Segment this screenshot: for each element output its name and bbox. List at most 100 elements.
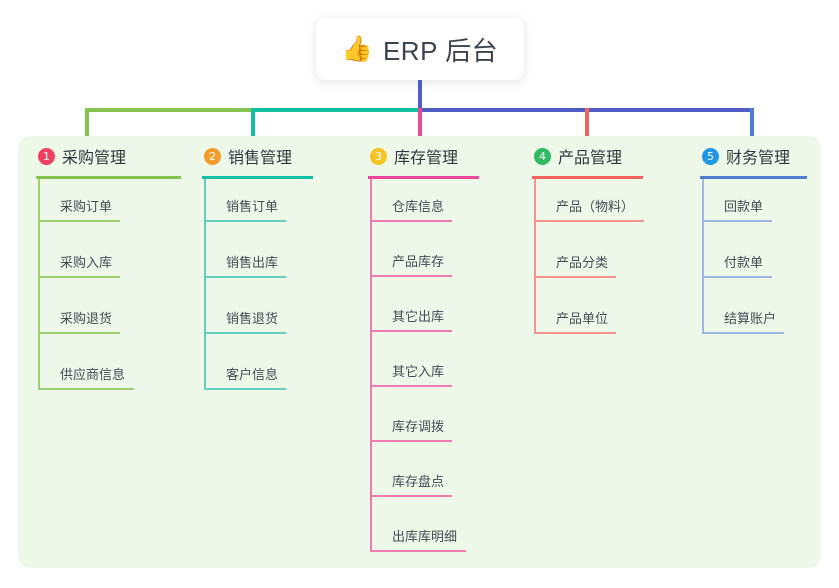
leaf-rule [534, 276, 616, 278]
column-rule-product [532, 176, 643, 179]
leaf-rule [370, 440, 452, 442]
column-header-sales[interactable]: 2 销售管理 [202, 143, 313, 169]
leaf-rule [534, 332, 616, 334]
column-title-inventory: 库存管理 [394, 150, 459, 167]
leaf-inventory-7[interactable]: 出库库明细 [370, 526, 466, 552]
badge-purchase: 1 [38, 147, 55, 165]
column-product: 4 产品管理产品（物料） 产品分类产品单位 [532, 143, 644, 334]
column-spine-sales [204, 179, 206, 390]
leaf-label: 客户信息 [226, 367, 279, 382]
leaf-rule [204, 276, 286, 278]
segment-teal [251, 108, 419, 112]
column-purchase: 1 采购管理采购订单采购入库采购退货供应商信息 [36, 143, 181, 390]
leaf-label: 采购入库 [60, 255, 113, 270]
leaf-finance-2[interactable]: 付款单 [702, 252, 772, 278]
stub-finance [750, 108, 754, 150]
leaf-inventory-5[interactable]: 库存调拨 [370, 416, 452, 442]
leaf-label: 库存盘点 [392, 474, 445, 489]
leaf-inventory-4[interactable]: 其它入库 [370, 361, 452, 387]
column-rule-sales [202, 176, 313, 179]
column-rule-purchase [36, 176, 181, 179]
leaf-label: 出库库明细 [392, 529, 458, 544]
badge-finance: 5 [702, 147, 719, 165]
leaf-inventory-2[interactable]: 产品库存 [370, 251, 452, 277]
stub-product [585, 108, 589, 150]
column-finance: 5 财务管理回款单付款单结算账户 [700, 143, 807, 334]
column-title-product: 产品管理 [558, 150, 623, 167]
leaf-sales-1[interactable]: 销售订单 [204, 196, 286, 222]
column-header-purchase[interactable]: 1 采购管理 [36, 143, 181, 169]
column-spine-product [534, 179, 536, 334]
leaf-sales-3[interactable]: 销售退货 [204, 308, 286, 334]
leaf-rule [370, 275, 452, 277]
root-title: ERP 后台 [382, 35, 499, 66]
badge-sales: 2 [204, 147, 221, 165]
root-trunk-connector [418, 80, 422, 110]
leaf-rule [370, 330, 452, 332]
leaf-rule [38, 388, 134, 390]
column-header-inventory[interactable]: 3 库存管理 [368, 143, 479, 169]
leaf-rule [370, 385, 452, 387]
leaf-product-2[interactable]: 产品分类 [534, 252, 616, 278]
leaf-rule [370, 495, 452, 497]
leaf-rule [38, 220, 120, 222]
column-title-purchase: 采购管理 [62, 150, 127, 167]
stub-purchase [85, 108, 89, 150]
leaf-rule [38, 332, 120, 334]
leaf-finance-1[interactable]: 回款单 [702, 196, 772, 222]
leaf-rule [204, 332, 286, 334]
column-spine-purchase [38, 179, 40, 390]
leaf-label: 销售出库 [226, 255, 279, 270]
badge-product: 4 [534, 147, 551, 165]
leaf-label: 产品库存 [392, 254, 445, 269]
leaf-label: 付款单 [724, 255, 764, 270]
column-spine-inventory [370, 179, 372, 552]
leaf-finance-3[interactable]: 结算账户 [702, 308, 784, 334]
leaf-rule [702, 220, 772, 222]
column-header-product[interactable]: 4 产品管理 [532, 143, 643, 169]
segment-green [85, 108, 252, 112]
leaf-label: 仓库信息 [392, 199, 445, 214]
leaf-sales-4[interactable]: 客户信息 [204, 364, 286, 390]
leaf-purchase-2[interactable]: 采购入库 [38, 252, 120, 278]
root-node[interactable]: 👍 ERP 后台 [316, 18, 524, 80]
leaf-inventory-3[interactable]: 其它出库 [370, 306, 452, 332]
leaf-inventory-6[interactable]: 库存盘点 [370, 471, 452, 497]
leaf-product-3[interactable]: 产品单位 [534, 308, 616, 334]
leaf-label: 回款单 [724, 199, 764, 214]
leaf-purchase-3[interactable]: 采购退货 [38, 308, 120, 334]
leaf-purchase-4[interactable]: 供应商信息 [38, 364, 134, 390]
leaf-rule [204, 220, 286, 222]
leaf-label: 采购订单 [60, 199, 113, 214]
leaf-sales-2[interactable]: 销售出库 [204, 252, 286, 278]
leaf-rule [370, 220, 452, 222]
column-title-finance: 财务管理 [726, 150, 791, 167]
leaf-label: 其它入库 [392, 364, 445, 379]
leaf-rule [370, 550, 466, 552]
leaf-label: 销售退货 [226, 311, 279, 326]
leaf-label: 库存调拨 [392, 419, 445, 434]
leaf-inventory-1[interactable]: 仓库信息 [370, 196, 452, 222]
column-rule-finance [700, 176, 807, 179]
column-header-finance[interactable]: 5 财务管理 [700, 143, 807, 169]
badge-inventory: 3 [370, 147, 387, 165]
leaf-product-1[interactable]: 产品（物料） [534, 196, 644, 222]
leaf-label: 结算账户 [724, 311, 777, 326]
leaf-label: 采购退货 [60, 311, 113, 326]
leaf-label: 产品（物料） [556, 199, 635, 214]
column-title-sales: 销售管理 [228, 150, 293, 167]
stub-sales [251, 108, 255, 150]
leaf-rule [702, 332, 784, 334]
column-inventory: 3 库存管理仓库信息产品库存其它出库其它入库库存调拨库存盘点出库库明细 [368, 143, 479, 552]
leaf-purchase-1[interactable]: 采购订单 [38, 196, 120, 222]
leaf-label: 产品单位 [556, 311, 609, 326]
column-sales: 2 销售管理销售订单销售出库销售退货客户信息 [202, 143, 313, 390]
leaf-label: 其它出库 [392, 309, 445, 324]
leaf-label: 销售订单 [226, 199, 279, 214]
stub-inventory [418, 108, 422, 150]
leaf-rule [702, 276, 772, 278]
leaf-rule [534, 220, 644, 222]
leaf-rule [38, 276, 120, 278]
leaf-label: 供应商信息 [60, 367, 126, 382]
